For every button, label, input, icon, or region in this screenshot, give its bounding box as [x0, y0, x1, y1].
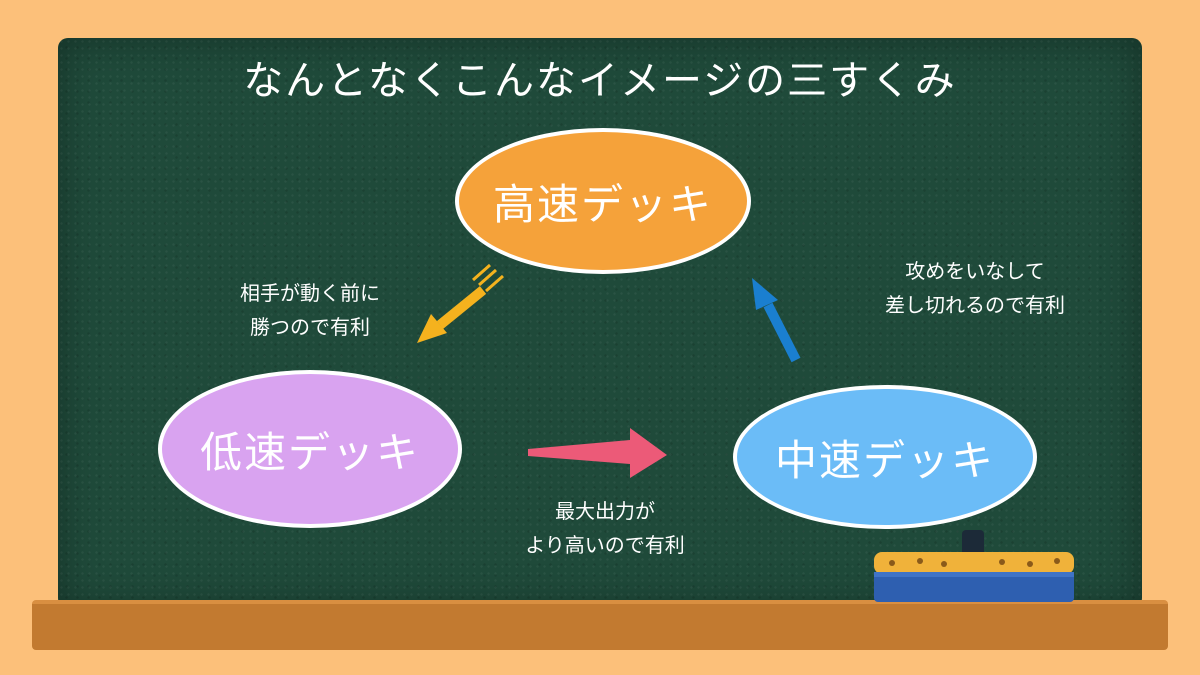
label-mid-to-fast-line2: 差し切れるので有利 — [885, 293, 1065, 317]
label-slow-to-mid-line1: 最大出力が — [555, 499, 655, 523]
node-fast-deck: 高速デッキ — [455, 128, 751, 274]
label-fast-to-slow: 相手が動く前に 勝つので有利 — [210, 276, 410, 344]
node-slow-deck: 低速デッキ — [158, 370, 462, 528]
page-title: なんとなくこんなイメージの三すくみ — [243, 58, 957, 104]
node-mid-deck: 中速デッキ — [733, 385, 1037, 529]
chalk-ledge — [32, 600, 1168, 650]
node-slow-label: 低速デッキ — [199, 427, 420, 477]
label-slow-to-mid-line2: より高いので有利 — [525, 533, 685, 557]
node-fast-label: 高速デッキ — [492, 179, 713, 229]
arrow-slow-to-mid — [528, 428, 667, 478]
label-fast-to-slow-line2: 勝つので有利 — [250, 315, 370, 339]
label-mid-to-fast: 攻めをいなして 差し切れるので有利 — [855, 254, 1095, 322]
label-mid-to-fast-line1: 攻めをいなして — [905, 259, 1045, 283]
label-fast-to-slow-line1: 相手が動く前に — [240, 281, 380, 305]
node-mid-label: 中速デッキ — [774, 435, 995, 485]
label-slow-to-mid: 最大出力が より高いので有利 — [505, 494, 705, 562]
eraser-icon — [874, 530, 1074, 602]
arrow-mid-to-fast — [752, 278, 801, 363]
arrow-fast-to-slow — [417, 263, 504, 343]
